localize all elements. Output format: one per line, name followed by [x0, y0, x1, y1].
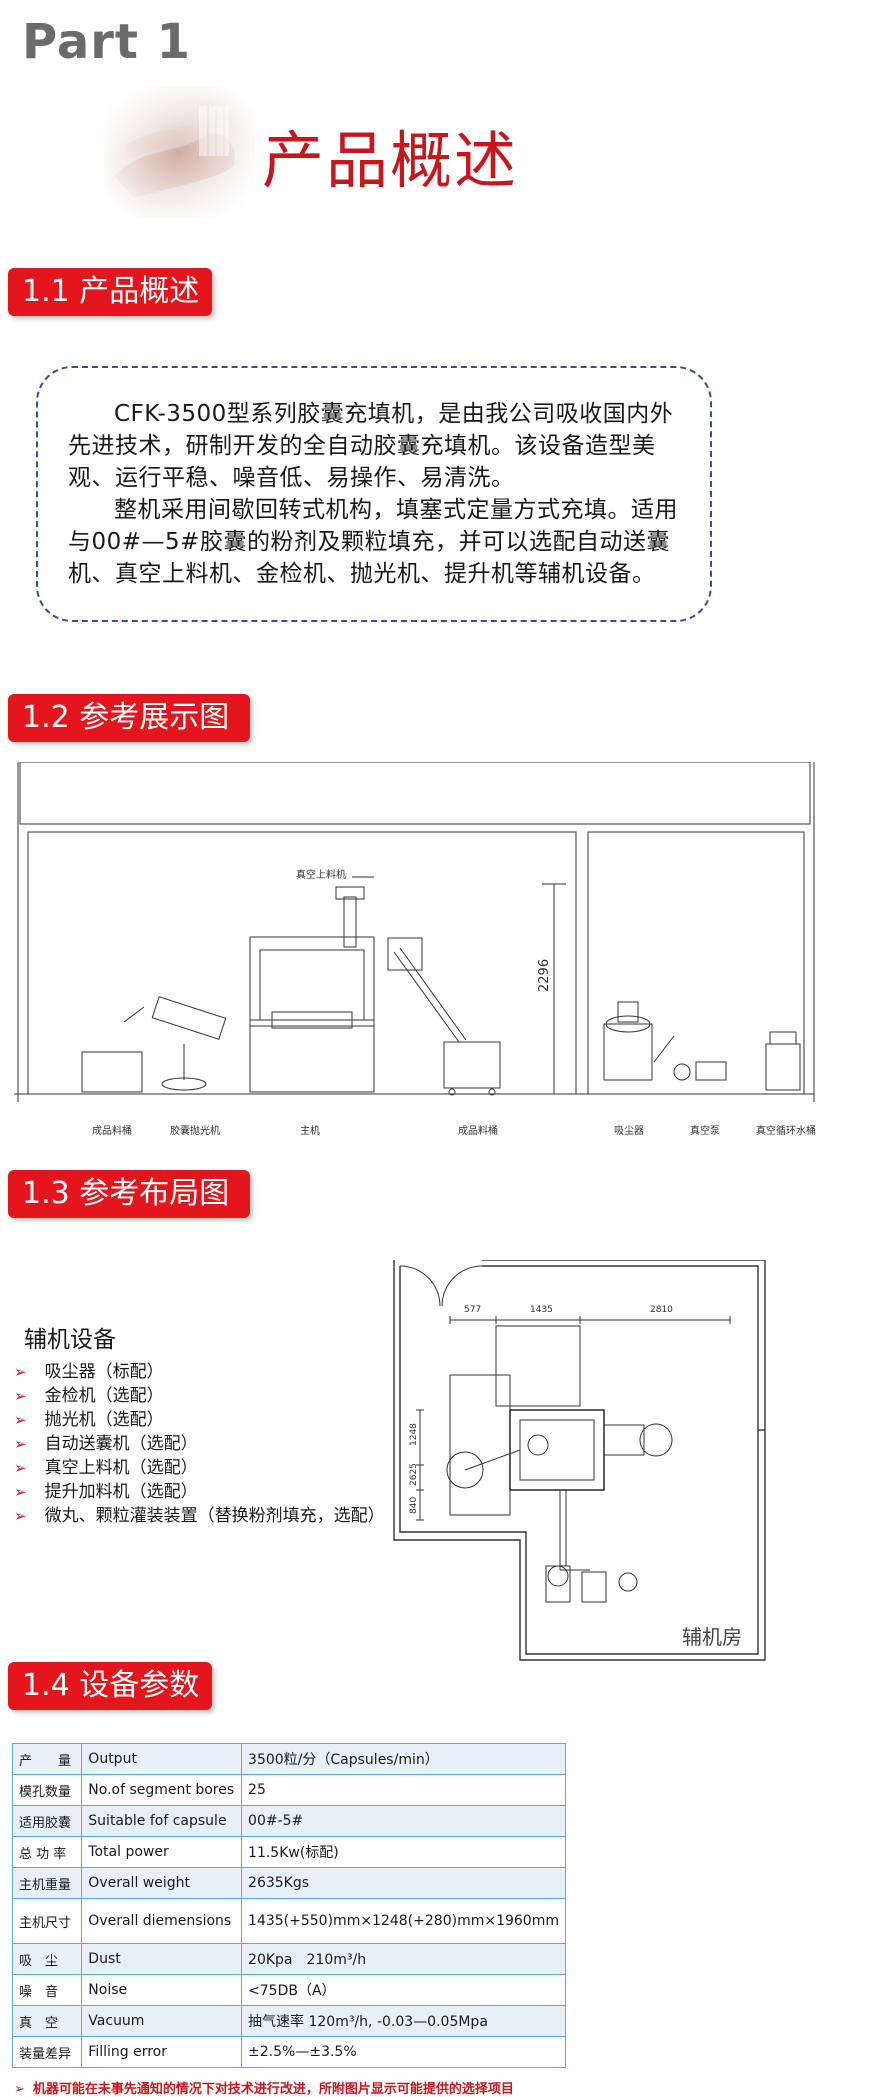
layout-plan-drawing: 577 1435 2810 1248 2625 840 辅机房: [393, 1260, 766, 1661]
dim-2625: 2625: [409, 1463, 419, 1486]
dim-2810: 2810: [650, 1305, 673, 1315]
label-finished-bin-right: 成品料桶: [458, 1124, 498, 1137]
arrow-icon: ➢: [14, 1363, 27, 1381]
hero-hand-image: [104, 86, 254, 218]
label-vacuum-pump: 真空泵: [690, 1124, 720, 1137]
section-tag-overview: 1.1 产品概述: [8, 268, 212, 316]
label-dust-collector: 吸尘器: [614, 1125, 644, 1137]
label-vacuum-feeder: 真空上料机: [296, 868, 346, 881]
arrow-icon: ➢: [14, 2082, 25, 2097]
aux-equipment-list: ➢吸尘器（标配） ➢金检机（选配） ➢抛光机（选配） ➢自动送囊机（选配） ➢真…: [14, 1360, 385, 1528]
dim-1248: 1248: [409, 1423, 419, 1446]
label-water-tank: 真空循环水桶: [756, 1124, 816, 1137]
overview-box: CFK-3500型系列胶囊充填机，是由我公司吸收国内外先进技术，研制开发的全自动…: [36, 366, 712, 622]
arrow-icon: ➢: [14, 1411, 27, 1429]
list-item: ➢抛光机（选配）: [14, 1410, 164, 1430]
list-item: ➢微丸、颗粒灌装装置（替换粉剂填充，选配）: [14, 1506, 385, 1526]
room-label: 辅机房: [682, 1625, 742, 1649]
section-tag-layout: 1.3 参考布局图: [8, 1170, 250, 1218]
label-finished-bin-left: 成品料桶: [92, 1124, 132, 1137]
equipment-display-drawing: 真空上料机 2296 成品料桶 胶囊抛光机 主机 成品料桶 吸尘器 真空泵 真空…: [14, 762, 816, 1137]
part-label: Part 1: [22, 14, 192, 70]
arrow-icon: ➢: [14, 1507, 27, 1525]
list-item: ➢真空上料机（选配）: [14, 1458, 198, 1478]
footer-note: ➢机器可能在未事先通知的情况下对技术进行改进，所附图片显示可能提供的选择项目: [14, 2082, 514, 2097]
dim-1435: 1435: [530, 1305, 553, 1315]
list-item: ➢吸尘器（标配）: [14, 1362, 164, 1382]
label-polisher: 胶囊抛光机: [170, 1124, 220, 1137]
list-item: ➢自动送囊机（选配）: [14, 1434, 198, 1454]
overview-paragraph-2: 整机采用间歇回转式机构，填塞式定量方式充填。适用与00#—5#胶囊的粉剂及颗粒填…: [68, 497, 678, 587]
label-main-machine: 主机: [300, 1124, 320, 1137]
list-item: ➢金检机（选配）: [14, 1386, 164, 1406]
aux-equipment-title: 辅机设备: [24, 1327, 116, 1353]
dim-840: 840: [409, 1497, 419, 1514]
arrow-icon: ➢: [14, 1387, 27, 1405]
dim-577: 577: [464, 1305, 481, 1315]
list-item: ➢提升加料机（选配）: [14, 1482, 198, 1502]
label-height: 2296: [537, 959, 552, 992]
section-tag-display: 1.2 参考展示图: [8, 694, 250, 742]
overview-paragraph-1: CFK-3500型系列胶囊充填机，是由我公司吸收国内外先进技术，研制开发的全自动…: [68, 401, 674, 491]
section-tag-params: 1.4 设备参数: [8, 1662, 212, 1710]
page-title: 产品概述: [262, 124, 519, 197]
arrow-icon: ➢: [14, 1435, 27, 1453]
arrow-icon: ➢: [14, 1483, 27, 1501]
arrow-icon: ➢: [14, 1459, 27, 1477]
